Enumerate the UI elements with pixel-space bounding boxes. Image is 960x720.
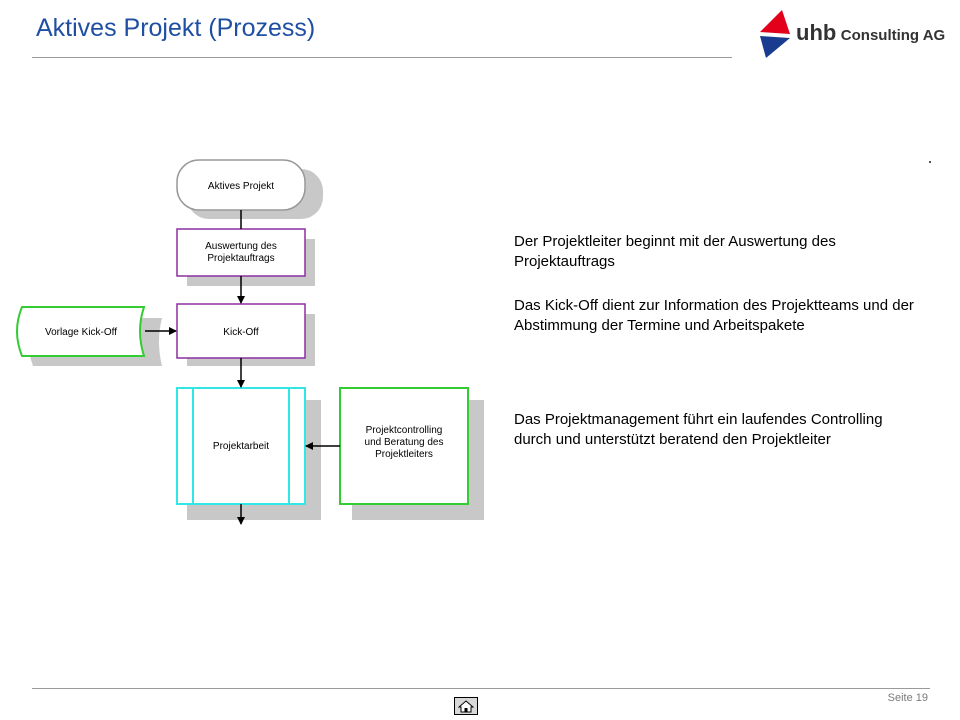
node-label-kick-off-line: Kick-Off [223, 327, 259, 338]
footer-divider [32, 688, 930, 689]
logo-blue-triangle [760, 36, 790, 58]
page-number: Seite 19 [887, 692, 928, 704]
page-title: Aktives Projekt (Prozess) [36, 14, 316, 42]
node-label-projektcontrolling-line: Projektleiters [375, 449, 433, 460]
node-label-kick-off: Kick-Off [223, 327, 259, 338]
home-icon [458, 699, 474, 712]
node-label-projektcontrolling-line: und Beratung des [365, 437, 444, 448]
node-label-vorlage-line: Vorlage Kick-Off [45, 327, 117, 338]
title-divider [32, 57, 732, 58]
node-label-aktives-projekt: Aktives Projekt [208, 181, 274, 192]
node-label-projektcontrolling-line: Projektcontrolling [366, 425, 443, 436]
description-kick-off: Das Kick-Off dient zur Information des P… [514, 297, 914, 334]
node-label-aktives-projekt-line: Aktives Projekt [208, 181, 274, 192]
description-controlling: Das Projektmanagement führt ein laufende… [514, 411, 883, 448]
logo-red-triangle [760, 10, 790, 34]
logo-brand: uhb [796, 20, 837, 45]
node-label-auswertung-line: Auswertung des [205, 241, 277, 252]
node-label-auswertung-line: Projektauftrags [207, 253, 274, 264]
home-button[interactable] [454, 697, 478, 715]
node-aktives-projekt: Aktives Projekt [176, 159, 323, 219]
node-label-vorlage: Vorlage Kick-Off [45, 327, 117, 338]
logo-wordmark: uhb Consulting AG [796, 20, 945, 46]
stray-mark [929, 161, 931, 163]
node-projektarbeit: Projektarbeit [176, 387, 321, 520]
logo-suffix: Consulting AG [840, 27, 946, 44]
node-label-projektarbeit-line: Projektarbeit [213, 441, 269, 452]
node-kick-off: Kick-Off [176, 303, 315, 366]
description-auswertung: Der Projektleiter beginnt mit der Auswer… [514, 233, 836, 270]
company-logo [760, 10, 790, 58]
node-label-projektarbeit: Projektarbeit [213, 441, 269, 452]
node-vorlage-kick-off: Vorlage Kick-Off [16, 306, 162, 366]
